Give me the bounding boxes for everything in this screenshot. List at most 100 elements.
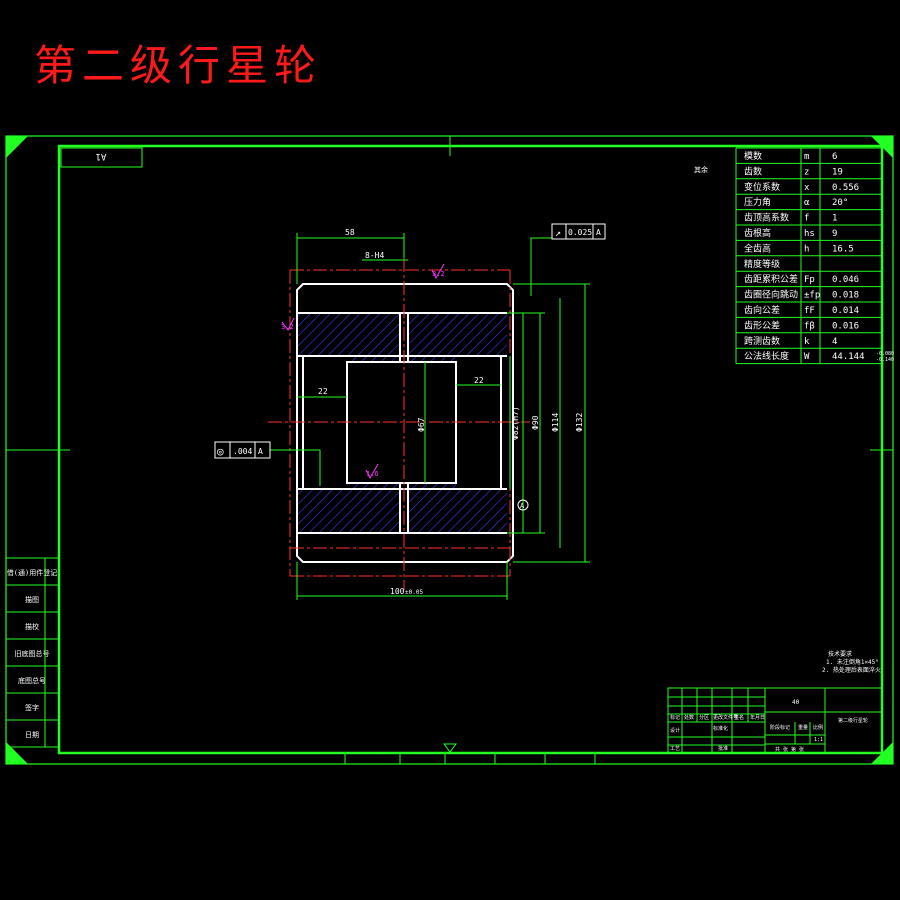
dim-groove-dia: Φ82(H7) xyxy=(511,406,520,440)
dim-dia-114: Φ114 xyxy=(551,413,560,432)
param-symbol: h xyxy=(804,244,809,254)
param-value: 44.144 xyxy=(832,352,865,362)
param-name: 压力角 xyxy=(744,196,771,208)
dim-bore-left: 22 xyxy=(318,387,328,396)
tb-name: 第二级行星轮 xyxy=(838,717,868,724)
param-value: 0.556 xyxy=(832,183,859,193)
tb-row-label-2: 分区 xyxy=(699,714,709,721)
side-block-label: 日期 xyxy=(25,731,39,739)
dim-length-tol: ±0.05 xyxy=(405,589,423,596)
param-symbol: fβ xyxy=(804,321,815,331)
cylindricity-datum: A xyxy=(258,447,263,456)
roughness-2: 3.2 xyxy=(281,323,294,331)
tb-weight: 重量 xyxy=(798,724,808,731)
roughness-1: 3.2 xyxy=(432,270,445,278)
param-name: 齿形公差 xyxy=(744,319,780,331)
dim-bore-dia: Φ67 xyxy=(417,417,426,432)
dim-length: 100 xyxy=(390,587,405,596)
dim-keyway: 8-H4 xyxy=(365,251,384,260)
gear-parameter-table: 模数 m 6 齿数 z 19 变位系数 x 0.556 压力角 α 20° 齿顶高系数 f 1 齿根高 hs 9 全… xyxy=(735,147,894,365)
runout-symbol: ↗ xyxy=(555,228,561,239)
tb-row-label-5: 年月日 xyxy=(750,714,765,721)
datum-letter: A xyxy=(520,502,525,510)
tb-design: 设计 xyxy=(670,727,680,734)
tb-row-label-3: 更改文件号 xyxy=(713,714,738,721)
param-name: 精度等级 xyxy=(744,258,780,270)
param-name: 齿根高 xyxy=(744,227,771,239)
title-block: 40 第二级行星轮 标记 处数 分区 更改文件号 签名 年月日 设计 标准化 工… xyxy=(667,687,883,754)
param-value: 6 xyxy=(832,152,837,162)
param-symbol: m xyxy=(804,152,809,162)
notes-line-2: 2. 热处理后表面淬火 xyxy=(822,666,881,674)
param-value: 16.5 xyxy=(832,244,854,254)
code-box xyxy=(60,147,143,168)
param-value: 20° xyxy=(832,198,848,208)
datum-marker: A xyxy=(517,499,529,511)
param-name: 模数 xyxy=(744,150,762,162)
tb-scale: 1:1 xyxy=(814,737,823,743)
tb-scale-label: 比例 xyxy=(813,724,823,731)
param-symbol: x xyxy=(804,183,810,193)
param-symbol: α xyxy=(804,198,810,208)
notes-heading: 技术要求 xyxy=(828,650,852,658)
tb-standard: 标准化 xyxy=(713,725,728,732)
param-symbol: k xyxy=(804,337,810,347)
cylindricity-frame: ◎ .004 A xyxy=(214,441,271,459)
param-symbol: ±fp xyxy=(804,291,820,301)
dim-dia-outer: Φ132 xyxy=(575,413,584,432)
runout-value: 0.025 xyxy=(568,228,592,237)
dim-width-top: 58 xyxy=(345,228,355,237)
param-symbol: Fp xyxy=(804,275,815,285)
dim-dia-90: Φ90 xyxy=(531,415,540,430)
tb-craft: 工艺 xyxy=(670,746,680,752)
param-name: 公法线长度 xyxy=(744,350,789,362)
param-value: 0.016 xyxy=(832,321,859,331)
param-value: 1 xyxy=(832,214,837,224)
side-block-label: 签字 xyxy=(25,703,39,712)
param-value: 9 xyxy=(832,229,837,239)
param-value: 0.014 xyxy=(832,306,859,316)
side-block-label: 描图 xyxy=(25,595,39,604)
param-name: 齿距累积公差 xyxy=(744,273,798,285)
param-value: 0.018 xyxy=(832,291,859,301)
side-block-label: 借(通)用件登记 xyxy=(7,568,57,577)
code-box-label: A1 xyxy=(96,151,107,161)
tb-row-label-4: 签名 xyxy=(734,714,744,721)
tb-approve: 批准 xyxy=(718,745,728,752)
tb-stage: 阶段标记 xyxy=(770,724,790,731)
tb-sheet: 共 张 第 张 xyxy=(775,746,804,753)
tb-row-label-0: 标记 xyxy=(670,714,680,721)
param-name: 变位系数 xyxy=(744,181,780,193)
technical-notes: 技术要求 1. 未注倒角1×45° 2. 热处理后表面淬火 xyxy=(822,650,881,674)
tb-material: 40 xyxy=(792,699,800,706)
surface-mark: 其余 xyxy=(694,165,708,174)
param-symbol: W xyxy=(804,352,810,362)
param-name: 齿圈径向跳动 xyxy=(744,289,798,301)
param-name: 齿数 xyxy=(744,165,762,177)
side-block-label: 描校 xyxy=(25,622,39,631)
dimension-texts: 58 8-H4 22 22 Φ67 Φ82(H7) Φ90 Φ114 Φ132 … xyxy=(318,228,584,596)
drawing-title: 第二级行星轮 xyxy=(34,41,323,90)
cylindricity-value: .004 xyxy=(233,447,252,456)
param-name: 齿顶高系数 xyxy=(744,212,789,224)
roughness-symbols: 3.2 3.2 1.6 xyxy=(281,263,445,480)
param-value: 0.046 xyxy=(832,275,859,285)
param-name: 齿向公差 xyxy=(744,304,780,316)
notes-line-1: 1. 未注倒角1×45° xyxy=(826,658,879,666)
sheet-border xyxy=(5,135,894,765)
param-symbol: z xyxy=(804,167,809,177)
param-symbol: fF xyxy=(804,306,815,316)
runout-frame: ↗ 0.025 A xyxy=(551,223,606,240)
side-block-label: 底图总号 xyxy=(18,676,46,685)
param-symbol: hs xyxy=(804,229,815,239)
param-value: 4 xyxy=(832,337,837,347)
param-name: 全齿高 xyxy=(744,242,771,254)
roughness-3: 1.6 xyxy=(366,470,379,478)
runout-datum: A xyxy=(596,228,601,237)
param-symbol: f xyxy=(804,214,809,224)
param-value: 19 xyxy=(832,167,843,177)
side-block-label: 旧底图总号 xyxy=(15,649,50,658)
cylindricity-symbol: ◎ xyxy=(217,445,224,458)
